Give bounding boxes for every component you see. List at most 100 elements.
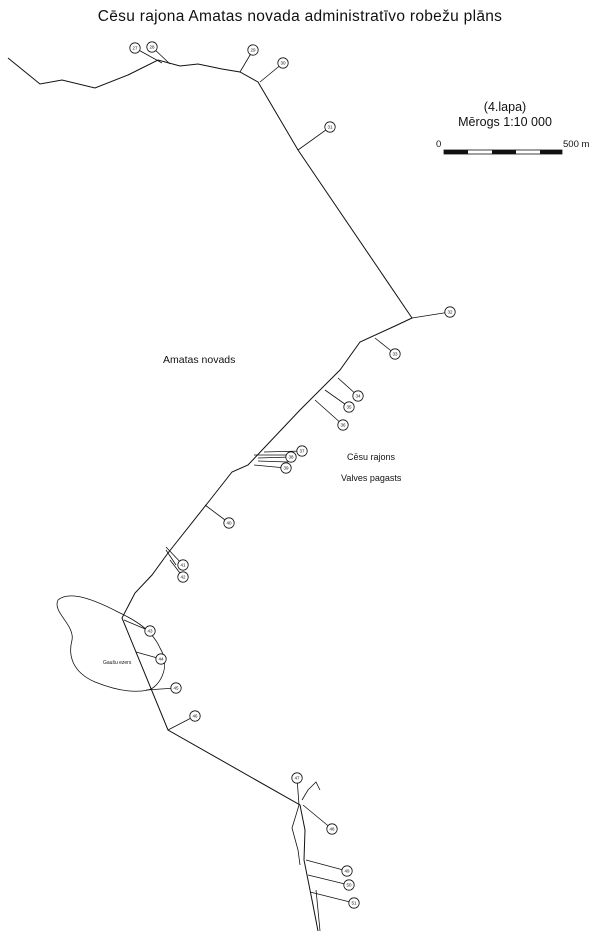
marker-circle [343,401,355,413]
boundary-marker-45: 45 [145,682,182,694]
label-lake: Gaušu ezers [103,660,132,666]
marker-number: 38 [288,454,294,459]
marker-circle [296,445,308,457]
marker-number: 36 [340,422,346,427]
marker-circle [343,879,355,891]
boundary-line-secondary [301,781,321,801]
boundary-marker-30: 30 [259,57,289,83]
marker-circle [170,682,182,694]
marker-number: 27 [132,45,138,50]
boundary-marker-42: 42 [169,559,189,583]
marker-leader-line [411,311,451,319]
marker-number: 35 [346,404,352,409]
boundary-marker-37: 37 [263,445,308,457]
lake-outline [56,595,165,692]
label-valves-pagasts: Valves pagasts [341,473,402,483]
marker-number: 50 [346,882,352,887]
boundary-marker-46: 46 [167,710,201,731]
marker-number: 42 [180,574,186,579]
boundary-marker-49: 49 [305,859,353,877]
marker-circle [280,462,292,474]
boundary-marker-36: 36 [314,399,349,431]
boundary-marker-43: 43 [123,619,156,637]
boundary-marker-39: 39 [253,462,292,474]
marker-leader-line [309,891,355,904]
marker-number: 51 [351,900,357,905]
marker-leader-line [302,804,333,830]
marker-circle [326,823,338,835]
marker-number: 28 [149,44,155,49]
boundary-marker-31: 31 [297,121,336,151]
marker-number: 31 [327,124,333,129]
scale-right-label: 500 m [563,139,590,150]
marker-number: 43 [147,628,153,633]
boundary-marker-35: 35 [324,389,355,413]
marker-circle [247,44,259,56]
marker-number: 32 [447,309,453,314]
scale-ratio: Mērogs 1:10 000 [458,115,552,129]
marker-number: 37 [299,448,305,453]
boundary-marker-41: 41 [165,546,189,571]
sheet-label: (4.lapa) [483,100,527,114]
marker-number: 30 [280,60,286,65]
boundary-line-secondary [315,889,321,931]
boundary-marker-47: 47 [291,772,303,806]
boundary-marker-51: 51 [309,891,360,909]
marker-leader-line [263,450,303,453]
boundary-marker-32: 32 [411,306,456,319]
marker-circle [324,121,336,133]
marker-circle [337,419,349,431]
marker-circle [285,451,297,463]
boundary-line-secondary [291,804,301,866]
marker-circle [155,653,167,665]
marker-circle [352,390,364,402]
marker-number: 40 [226,520,232,525]
boundary-line-secondary [254,454,290,463]
marker-circle [189,710,201,722]
boundary-marker-34: 34 [337,377,364,402]
marker-number: 34 [355,393,361,398]
boundary-marker-38: 38 [257,451,297,463]
marker-circle [341,865,353,877]
marker-circle [291,772,303,784]
boundary-marker-44: 44 [135,651,167,665]
marker-circle [348,897,360,909]
boundary-marker-27: 27 [129,42,163,64]
marker-circle [129,42,141,54]
marker-circle [177,559,189,571]
marker-leader-line [307,874,350,886]
marker-leader-line [314,399,344,426]
scale-left-label: 0 [436,139,442,150]
boundary-marker-40: 40 [204,504,235,529]
boundary-marker-50: 50 [307,874,355,891]
marker-number: 44 [158,656,164,661]
marker-leader-line [305,859,348,872]
marker-circle [277,57,289,69]
scale-bar [443,149,563,155]
scale-block: (4.lapa) Mērogs 1:10 000 [430,100,580,129]
boundary-marker-48: 48 [302,804,338,835]
boundary-line [7,57,413,931]
marker-circle [177,571,189,583]
map-title: Cēsu rajona Amatas novada administratīvo… [97,8,503,25]
marker-number: 33 [392,351,398,356]
marker-number: 48 [329,826,335,831]
boundary-line-secondary [165,549,177,566]
marker-leader-line [297,126,331,151]
marker-number: 47 [294,775,300,780]
marker-number: 45 [173,685,179,690]
boundary-marker-28: 28 [146,41,171,65]
marker-circle [444,306,456,318]
marker-number: 39 [283,465,289,470]
marker-circle [389,348,401,360]
marker-number: 41 [180,562,186,567]
label-amatas-novads: Amatas novads [163,354,236,366]
label-cesu-rajons: Cēsu rajons [347,452,396,462]
marker-number: 46 [192,713,198,718]
boundary-marker-33: 33 [374,337,401,360]
marker-circle [223,517,235,529]
marker-circle [144,625,156,637]
marker-circle [146,41,158,53]
